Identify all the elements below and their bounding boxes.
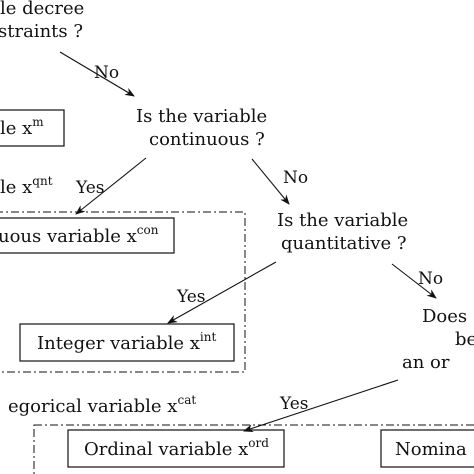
edge-no-3 bbox=[391, 263, 437, 299]
quantitative-group-frame bbox=[0, 211, 246, 373]
is-quantitative-line2: quantitative ? bbox=[281, 233, 407, 254]
is-continuous-line1: Is the variable bbox=[136, 106, 267, 127]
integer-variable-box bbox=[19, 323, 235, 362]
integer-variable-text: Integer variable xint bbox=[37, 330, 216, 354]
top-question-line2: straints ? bbox=[0, 21, 83, 42]
continuous-variable-box bbox=[0, 217, 175, 254]
meta-variable-box bbox=[0, 109, 65, 147]
ordinal-variable-text: Ordinal variable xord bbox=[84, 436, 269, 460]
edge-label-yes-1: Yes bbox=[75, 178, 105, 198]
edge-no-1 bbox=[59, 51, 135, 97]
meta-variable-text: le xm bbox=[0, 115, 44, 139]
nominal-variable-text: Nomina bbox=[395, 439, 467, 460]
categorical-group-label: egorical variable xcat bbox=[8, 393, 196, 417]
is-continuous-line2: continuous ? bbox=[149, 129, 265, 150]
does-question-line3: an or bbox=[402, 352, 450, 373]
categorical-group-frame bbox=[33, 424, 474, 474]
does-question-line2: be bbox=[455, 329, 474, 350]
edge-label-yes-3: Yes bbox=[279, 394, 309, 414]
does-question-line1: Does bbox=[422, 306, 467, 327]
nominal-variable-box bbox=[380, 429, 474, 468]
is-quantitative-line1: Is the variable bbox=[277, 210, 408, 231]
edge-yes-3 bbox=[243, 379, 399, 432]
quantitative-group-label: le xqnt bbox=[0, 174, 53, 198]
edge-yes-2 bbox=[167, 261, 277, 324]
edge-label-yes-2: Yes bbox=[176, 287, 206, 307]
ordinal-variable-box bbox=[67, 429, 285, 468]
continuous-variable-text: uous variable xcon bbox=[0, 223, 159, 247]
edge-label-no-3: No bbox=[418, 269, 443, 289]
top-question-line1: le decree bbox=[0, 0, 84, 19]
edge-yes-1 bbox=[75, 157, 147, 215]
edge-no-2 bbox=[251, 158, 290, 205]
edge-label-no-2: No bbox=[283, 168, 308, 188]
edge-label-no-1: No bbox=[94, 63, 119, 83]
